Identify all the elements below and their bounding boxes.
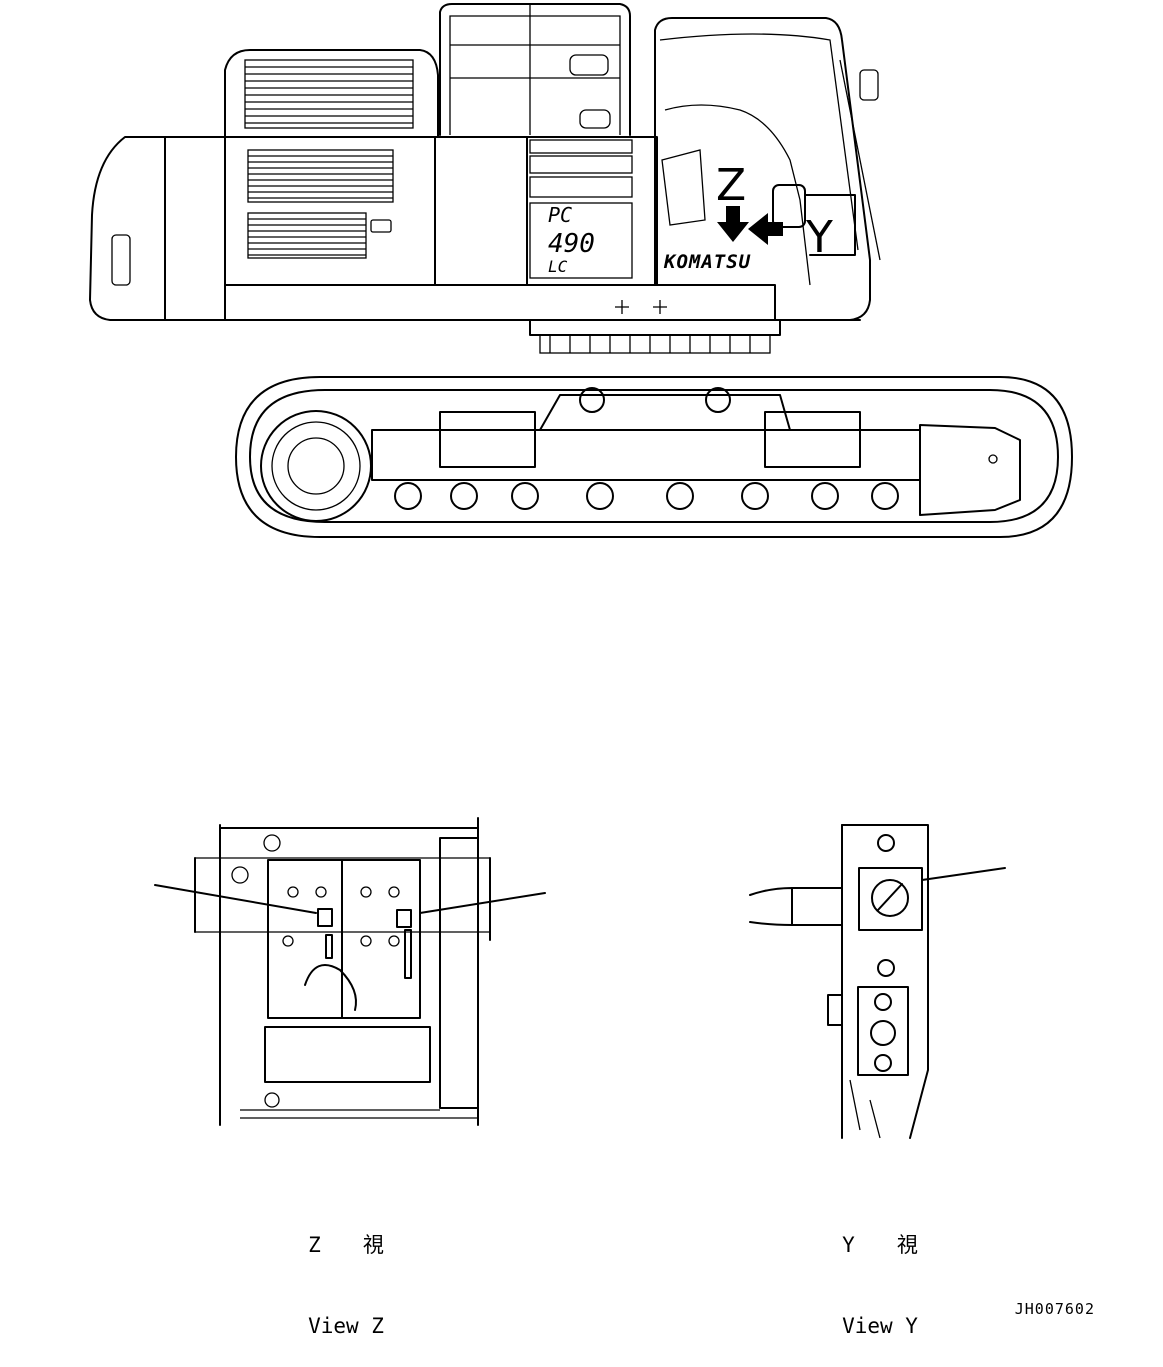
handrail bbox=[439, 3, 631, 136]
view-y-caption: Y 視 View Y bbox=[830, 1178, 930, 1367]
side-vent-upper bbox=[247, 149, 394, 203]
undercarriage-track bbox=[235, 376, 1073, 538]
side-vent-lower bbox=[247, 212, 367, 259]
view-z-caption-en: View Z bbox=[308, 1314, 384, 1338]
arrow-label-z: Z bbox=[716, 160, 746, 211]
arrow-y-icon bbox=[748, 213, 783, 245]
model-text-number: 490 bbox=[548, 229, 595, 259]
view-y-detail bbox=[749, 824, 1006, 1139]
view-y-caption-en: View Y bbox=[842, 1314, 918, 1338]
z-panel-bolts bbox=[231, 834, 400, 1108]
excavator-upper-structure: PC 490 LC Z Y KOMATSU bbox=[89, 3, 881, 354]
view-z-detail bbox=[154, 817, 546, 1126]
drawing-id: JH007602 bbox=[1014, 1300, 1095, 1318]
y-switch-plate bbox=[858, 867, 923, 931]
track-rollers bbox=[394, 482, 899, 510]
hood-grille bbox=[244, 59, 414, 129]
cab-mirror bbox=[772, 184, 806, 228]
view-y-caption-jp: Y 視 bbox=[842, 1233, 918, 1257]
model-text-lc: LC bbox=[548, 257, 568, 276]
operator-cab bbox=[654, 17, 881, 321]
door-lock bbox=[370, 219, 392, 233]
swing-circle bbox=[529, 319, 781, 336]
arrow-z-icon bbox=[717, 206, 749, 242]
y-key-switch bbox=[871, 879, 909, 917]
brand-logo: KOMATSU bbox=[663, 251, 751, 273]
view-z-caption-jp: Z 視 bbox=[308, 1233, 384, 1257]
arrow-label-y: Y bbox=[805, 212, 833, 263]
view-z-caption: Z 視 View Z bbox=[296, 1178, 396, 1367]
model-text-pc: PC bbox=[548, 203, 572, 227]
sprocket bbox=[260, 410, 372, 522]
